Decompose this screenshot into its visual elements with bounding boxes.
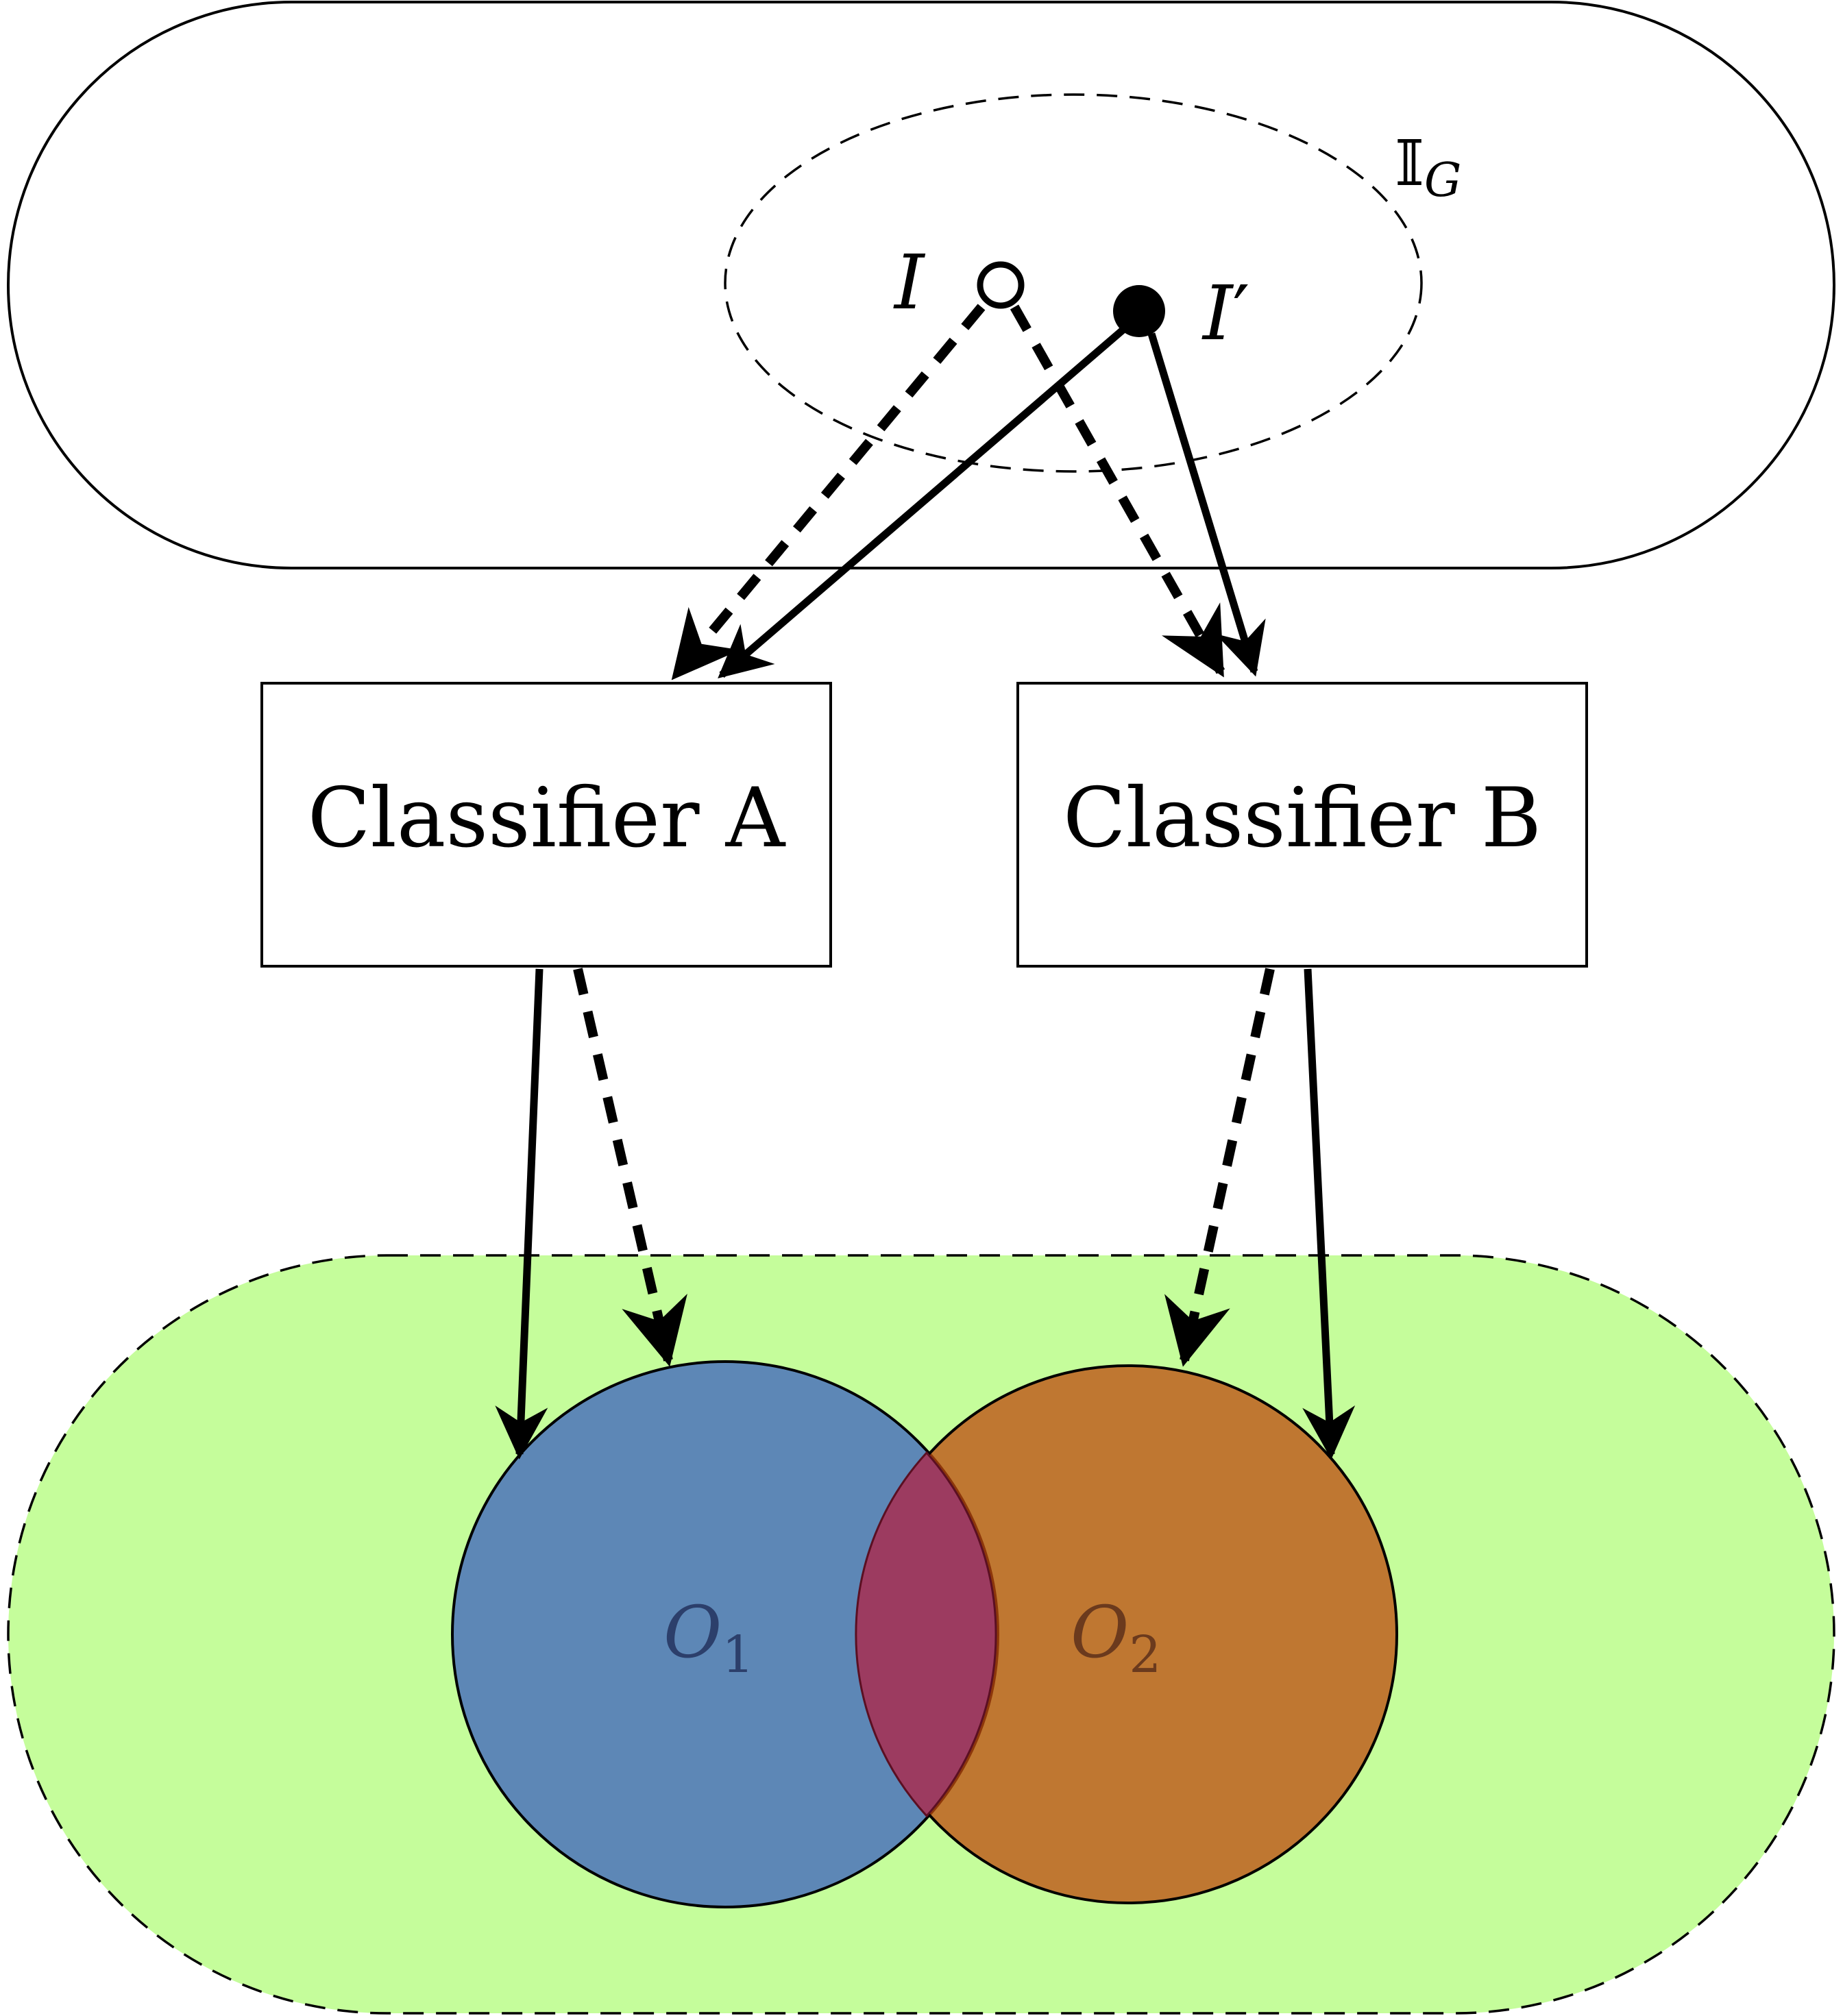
classifier-b-label: Classifier B: [1063, 771, 1541, 866]
point-iprime-label-main: I: [1201, 269, 1234, 357]
output-label-o1-main: O: [663, 1590, 722, 1674]
output-overlap-region: [855, 1453, 997, 1816]
edge-i-to-classifier-a: [671, 304, 986, 680]
output-label-o2-subscript: 2: [1129, 1625, 1161, 1684]
edge-classifier-b-to-o2-dashed: [1164, 968, 1275, 1367]
edge-classifier-a-to-o1-dashed: [573, 968, 687, 1367]
edge-classifier-a-to-o1-solid: [495, 968, 548, 1460]
point-iprime-marker: [1113, 285, 1165, 337]
classifier-a-box: [260, 682, 832, 968]
subset-ig-region: [724, 93, 1423, 473]
edge-classifier-b-to-o2-solid: [1302, 968, 1356, 1460]
point-iprime-label: I′: [1201, 269, 1249, 357]
point-i-label: I: [893, 238, 926, 326]
classifier-a-label: Classifier A: [308, 771, 786, 866]
edge-iprime-to-classifier-b: [1147, 332, 1266, 677]
output-label-o2-main: O: [1071, 1590, 1129, 1674]
output-label-o1: O1: [663, 1590, 754, 1684]
classifier-b: Classifier B: [1016, 682, 1588, 968]
subset-ig-subscript: G: [1424, 153, 1461, 208]
edge-i-to-classifier-b: [1010, 304, 1225, 678]
output-overlap-outline: [855, 1451, 997, 1818]
subset-ig-label: 𝕀G: [1395, 127, 1461, 208]
classifier-b-box: [1016, 682, 1588, 968]
point-i-marker: [977, 261, 1025, 309]
classifier-a: Classifier A: [260, 682, 832, 968]
subset-ig-symbol: 𝕀: [1395, 127, 1424, 200]
input-space-region: [7, 1, 1835, 569]
output-label-o2: O2: [1071, 1590, 1161, 1684]
output-label-o1-subscript: 1: [722, 1625, 754, 1684]
point-iprime-prime-mark: ′: [1232, 269, 1249, 357]
